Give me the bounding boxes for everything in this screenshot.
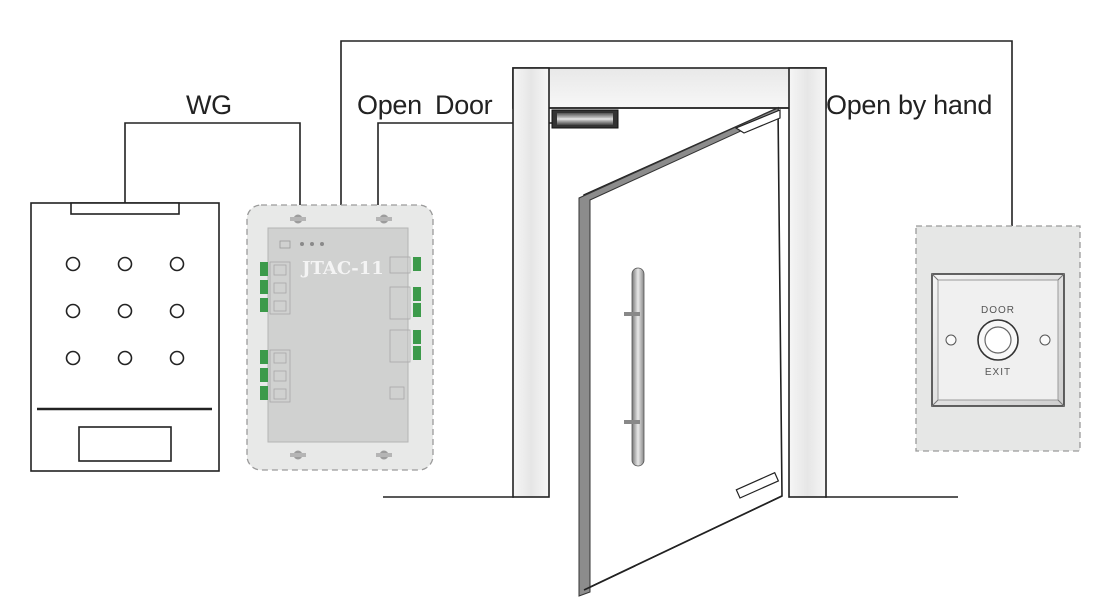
wiring (124, 40, 1013, 226)
jtac-controller: JTAC-11 (246, 204, 434, 471)
keypad-buttons (65, 256, 185, 366)
door-frame (512, 67, 827, 498)
exit-button-bottom-text: EXIT (985, 367, 1011, 378)
frame-left-jamb (512, 67, 550, 498)
screw-right (1039, 334, 1051, 346)
wg-label: WG (186, 90, 232, 120)
door-bottom-patch (735, 471, 780, 499)
door-top-patch (734, 109, 781, 134)
door-edge (578, 107, 779, 597)
exit-button-cable (340, 40, 1013, 226)
magnetic-lock (551, 109, 619, 129)
keypad-reader (30, 202, 220, 472)
open-by-hand-label: Open by hand (826, 90, 993, 120)
controller-board (267, 227, 409, 443)
reader-window (78, 426, 172, 462)
reader-slot (70, 202, 180, 215)
lock-cable (377, 122, 552, 205)
exit-button-top-text: DOOR (981, 305, 1015, 316)
frame-right-jamb (788, 67, 827, 498)
door-handle (631, 267, 645, 467)
right-terminals (413, 257, 421, 360)
open-door-label: Open Door (357, 90, 493, 120)
exit-button-panel: DOOR EXIT (915, 225, 1081, 452)
status-leds (300, 242, 324, 246)
screw-left (945, 334, 957, 346)
left-terminals (260, 262, 268, 400)
glass-door (578, 106, 783, 597)
wg-cable (124, 122, 301, 205)
controller-model: JTAC-11 (300, 258, 384, 279)
